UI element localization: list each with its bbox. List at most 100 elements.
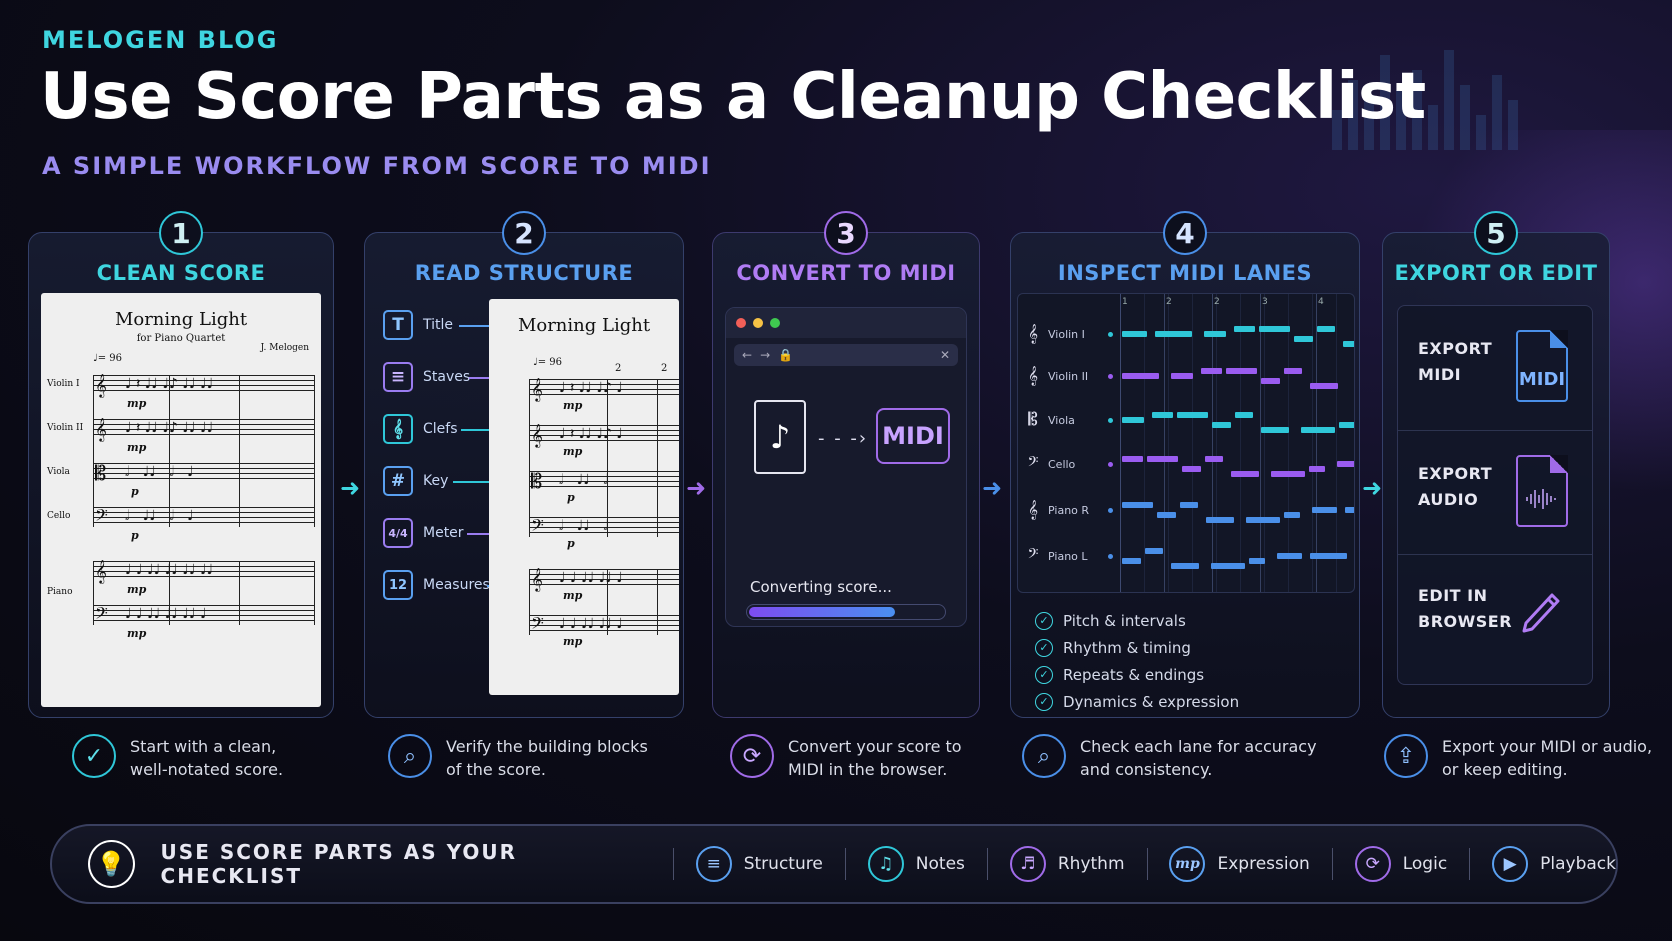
clef-icon: 𝄡 (1028, 410, 1038, 430)
step-number-2: 2 (502, 211, 546, 255)
midi-note-block[interactable] (1211, 563, 1245, 569)
dynamic-mark: mp (127, 627, 147, 640)
beat-number: 2 (1166, 297, 1172, 307)
page-title: Use Score Parts as a Cleanup Checklist (40, 60, 1426, 134)
midi-note-block[interactable] (1337, 461, 1354, 467)
step-number-1: 1 (159, 211, 203, 255)
midi-note-block[interactable] (1317, 326, 1335, 332)
midi-note-block[interactable] (1155, 331, 1192, 337)
structure-item-meter: 4/4 Meter (383, 517, 464, 549)
midi-note-block[interactable] (1343, 341, 1354, 347)
midi-note-block[interactable] (1157, 512, 1176, 518)
midi-note-block[interactable] (1147, 456, 1178, 462)
midi-note-block[interactable] (1261, 427, 1289, 433)
flow-arrow-icon: ➜ (982, 474, 1003, 502)
minimize-dot-icon[interactable] (753, 318, 763, 328)
structure-label: Clefs (423, 421, 458, 437)
audio-file-icon (1516, 455, 1568, 527)
structure-label: Measures (423, 577, 490, 593)
midi-note-block[interactable] (1180, 502, 1198, 508)
midi-note-block[interactable] (1201, 368, 1222, 374)
midi-note-block[interactable] (1310, 383, 1338, 389)
check-icon: ✓ (1035, 638, 1053, 657)
background-equalizer (1332, 40, 1552, 150)
midi-note-block[interactable] (1182, 466, 1201, 472)
close-tab-icon[interactable]: ✕ (939, 348, 950, 362)
midi-note-block[interactable] (1122, 558, 1141, 564)
midi-note-block[interactable] (1235, 412, 1253, 418)
lane-label: 𝄞Piano R (1024, 500, 1089, 520)
title-icon: T (383, 310, 413, 340)
midi-note-block[interactable] (1122, 456, 1143, 462)
dynamic-mark: mp (563, 635, 583, 648)
midi-note-block[interactable] (1294, 336, 1313, 342)
music-file-icon: ♪ (754, 400, 806, 474)
score-title: Morning Light (114, 309, 248, 330)
staff (93, 375, 315, 395)
midi-note-block[interactable] (1226, 368, 1257, 374)
footer-item-structure[interactable]: ≡Structure (695, 846, 823, 882)
midi-note-block[interactable] (1152, 412, 1173, 418)
forward-arrow-icon[interactable]: → (760, 348, 771, 362)
footer-item-playback[interactable]: ▶Playback (1492, 846, 1616, 882)
dynamic-mark: mp (127, 441, 147, 454)
midi-note-block[interactable] (1177, 412, 1208, 418)
midi-note-block[interactable] (1312, 507, 1337, 513)
footer-item-logic[interactable]: ⟳Logic (1354, 846, 1447, 882)
step-number-4: 4 (1163, 211, 1207, 255)
midi-note-block[interactable] (1171, 563, 1199, 569)
beat-number: 2 (1214, 297, 1220, 307)
dynamic-mark: mp (563, 589, 583, 602)
midi-note-block[interactable] (1259, 326, 1290, 332)
score-tempo: ♩= 96 (533, 357, 562, 368)
dynamic-mark: mp (127, 397, 147, 410)
maximize-dot-icon[interactable] (770, 318, 780, 328)
midi-note-block[interactable] (1345, 507, 1354, 513)
midi-note-block[interactable] (1205, 456, 1223, 462)
address-bar[interactable]: ← → 🔒 ✕ (734, 344, 958, 366)
midi-note-block[interactable] (1277, 553, 1302, 559)
midi-note-block[interactable] (1284, 512, 1300, 518)
structure-item-clefs: 𝄞 Clefs (383, 413, 458, 445)
midi-note-block[interactable] (1261, 378, 1280, 384)
midi-note-block[interactable] (1246, 517, 1280, 523)
footer-item-rhythm[interactable]: ♬Rhythm (1009, 846, 1125, 882)
midi-note-block[interactable] (1309, 466, 1325, 472)
step-caption: ⇪ Export your MIDI or audio,or keep edit… (1384, 734, 1652, 781)
midi-note-block[interactable] (1310, 553, 1347, 559)
dynamic-mark: p (131, 485, 139, 498)
midi-note-block[interactable] (1284, 368, 1302, 374)
midi-note-block[interactable] (1271, 471, 1305, 477)
step-heading-clean-score: CLEAN SCORE (96, 261, 266, 285)
close-dot-icon[interactable] (736, 318, 746, 328)
footer-item-notes[interactable]: ♫Notes (867, 846, 965, 882)
midi-note-block[interactable] (1204, 331, 1226, 337)
midi-note-block[interactable] (1212, 422, 1231, 428)
midi-note-block[interactable] (1122, 331, 1147, 337)
midi-note-block[interactable] (1339, 422, 1354, 428)
clef-icon: 𝄞 (1027, 324, 1039, 344)
midi-note-block[interactable] (1122, 417, 1144, 423)
midi-note-block[interactable] (1206, 517, 1234, 523)
lane-label: 𝄞Violin I (1024, 324, 1085, 344)
midi-note-block[interactable] (1145, 548, 1163, 554)
instrument-label: Viola (47, 467, 70, 477)
midi-note-block[interactable] (1231, 471, 1259, 477)
midi-note-block[interactable] (1301, 427, 1335, 433)
midi-note-block[interactable] (1249, 558, 1265, 564)
midi-note-block[interactable] (1122, 373, 1159, 379)
midi-note-block[interactable] (1122, 502, 1153, 508)
back-arrow-icon[interactable]: ← (742, 348, 753, 362)
page-subtitle: A SIMPLE WORKFLOW FROM SCORE TO MIDI (42, 152, 712, 180)
structure-label: Staves (423, 369, 471, 385)
midi-note-block[interactable] (1234, 326, 1255, 332)
midi-note-block[interactable] (1171, 373, 1193, 379)
refresh-icon: ⟳ (730, 734, 774, 778)
